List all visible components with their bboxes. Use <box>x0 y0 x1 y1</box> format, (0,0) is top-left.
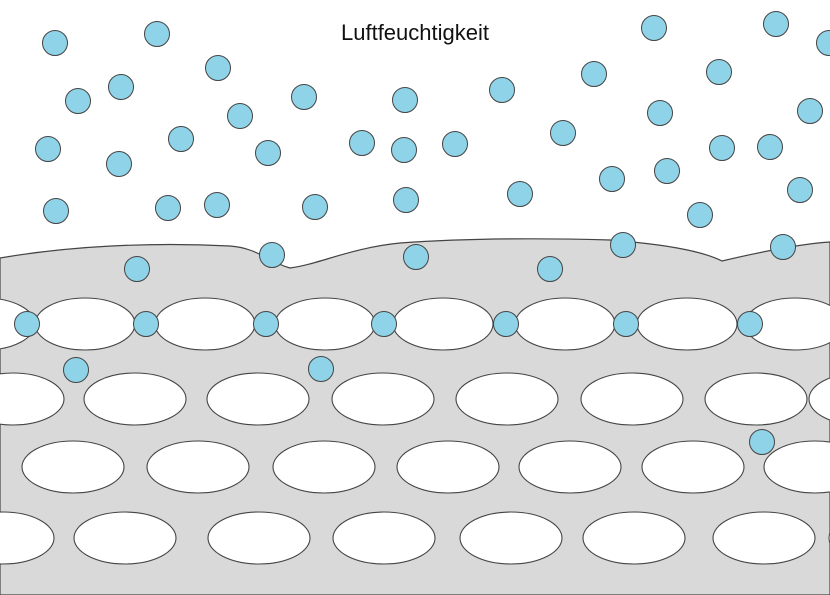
water-droplet <box>144 21 170 47</box>
water-droplet <box>403 244 429 270</box>
water-droplet <box>133 311 159 337</box>
water-droplet <box>641 15 667 41</box>
water-droplet <box>757 134 783 160</box>
pore <box>83 372 187 426</box>
pore <box>518 440 622 494</box>
water-droplet <box>14 311 40 337</box>
pore <box>636 297 738 351</box>
water-droplet <box>581 61 607 87</box>
pore <box>207 511 311 565</box>
water-droplet <box>124 256 150 282</box>
water-droplet <box>647 100 673 126</box>
pore <box>808 377 830 421</box>
water-droplet <box>687 202 713 228</box>
water-droplet <box>308 356 334 382</box>
water-droplet <box>493 311 519 337</box>
pore <box>641 440 745 494</box>
water-droplet <box>709 135 735 161</box>
pore <box>73 511 177 565</box>
water-droplet <box>537 256 563 282</box>
water-droplet <box>302 194 328 220</box>
pore <box>332 511 436 565</box>
water-droplet <box>349 130 375 156</box>
pore <box>34 297 136 351</box>
pore <box>21 440 125 494</box>
pore <box>455 372 559 426</box>
water-droplet <box>255 140 281 166</box>
pore <box>392 297 494 351</box>
water-droplet <box>205 55 231 81</box>
water-droplet <box>507 181 533 207</box>
pore <box>154 297 256 351</box>
pore <box>582 511 686 565</box>
water-droplet <box>599 166 625 192</box>
water-droplet <box>43 198 69 224</box>
water-droplet <box>749 429 775 455</box>
water-droplet <box>654 158 680 184</box>
pore <box>763 440 830 494</box>
pore <box>146 440 250 494</box>
water-droplet <box>787 177 813 203</box>
water-droplet <box>371 311 397 337</box>
water-droplet <box>253 311 279 337</box>
pore <box>206 372 310 426</box>
water-droplet <box>737 311 763 337</box>
water-droplet <box>393 187 419 213</box>
water-droplet <box>106 151 132 177</box>
water-droplet <box>489 77 515 103</box>
water-droplet <box>816 30 830 56</box>
water-droplet <box>392 87 418 113</box>
water-droplet <box>42 30 68 56</box>
water-droplet <box>155 195 181 221</box>
water-droplet <box>770 234 796 260</box>
pore <box>712 511 816 565</box>
water-droplet <box>35 136 61 162</box>
pore <box>459 511 563 565</box>
water-droplet <box>259 242 285 268</box>
pore <box>580 372 684 426</box>
pore <box>396 440 500 494</box>
diagram-title: Luftfeuchtigkeit <box>341 20 489 45</box>
water-droplet <box>763 11 789 37</box>
droplet-layer <box>14 11 830 455</box>
pore <box>331 372 435 426</box>
pore <box>0 372 65 426</box>
water-droplet <box>291 84 317 110</box>
water-droplet <box>613 311 639 337</box>
water-droplet <box>442 131 468 157</box>
water-droplet <box>391 137 417 163</box>
pore <box>704 372 808 426</box>
water-droplet <box>610 232 636 258</box>
water-droplet <box>204 192 230 218</box>
pore <box>514 297 616 351</box>
pore <box>272 440 376 494</box>
water-droplet <box>797 98 823 124</box>
water-droplet <box>550 120 576 146</box>
water-droplet <box>65 88 91 114</box>
water-droplet <box>168 126 194 152</box>
water-droplet <box>706 59 732 85</box>
pore-layer <box>0 297 830 565</box>
water-droplet <box>108 74 134 100</box>
pore <box>274 297 376 351</box>
water-droplet <box>227 103 253 129</box>
pore <box>0 511 55 565</box>
water-droplet <box>63 357 89 383</box>
